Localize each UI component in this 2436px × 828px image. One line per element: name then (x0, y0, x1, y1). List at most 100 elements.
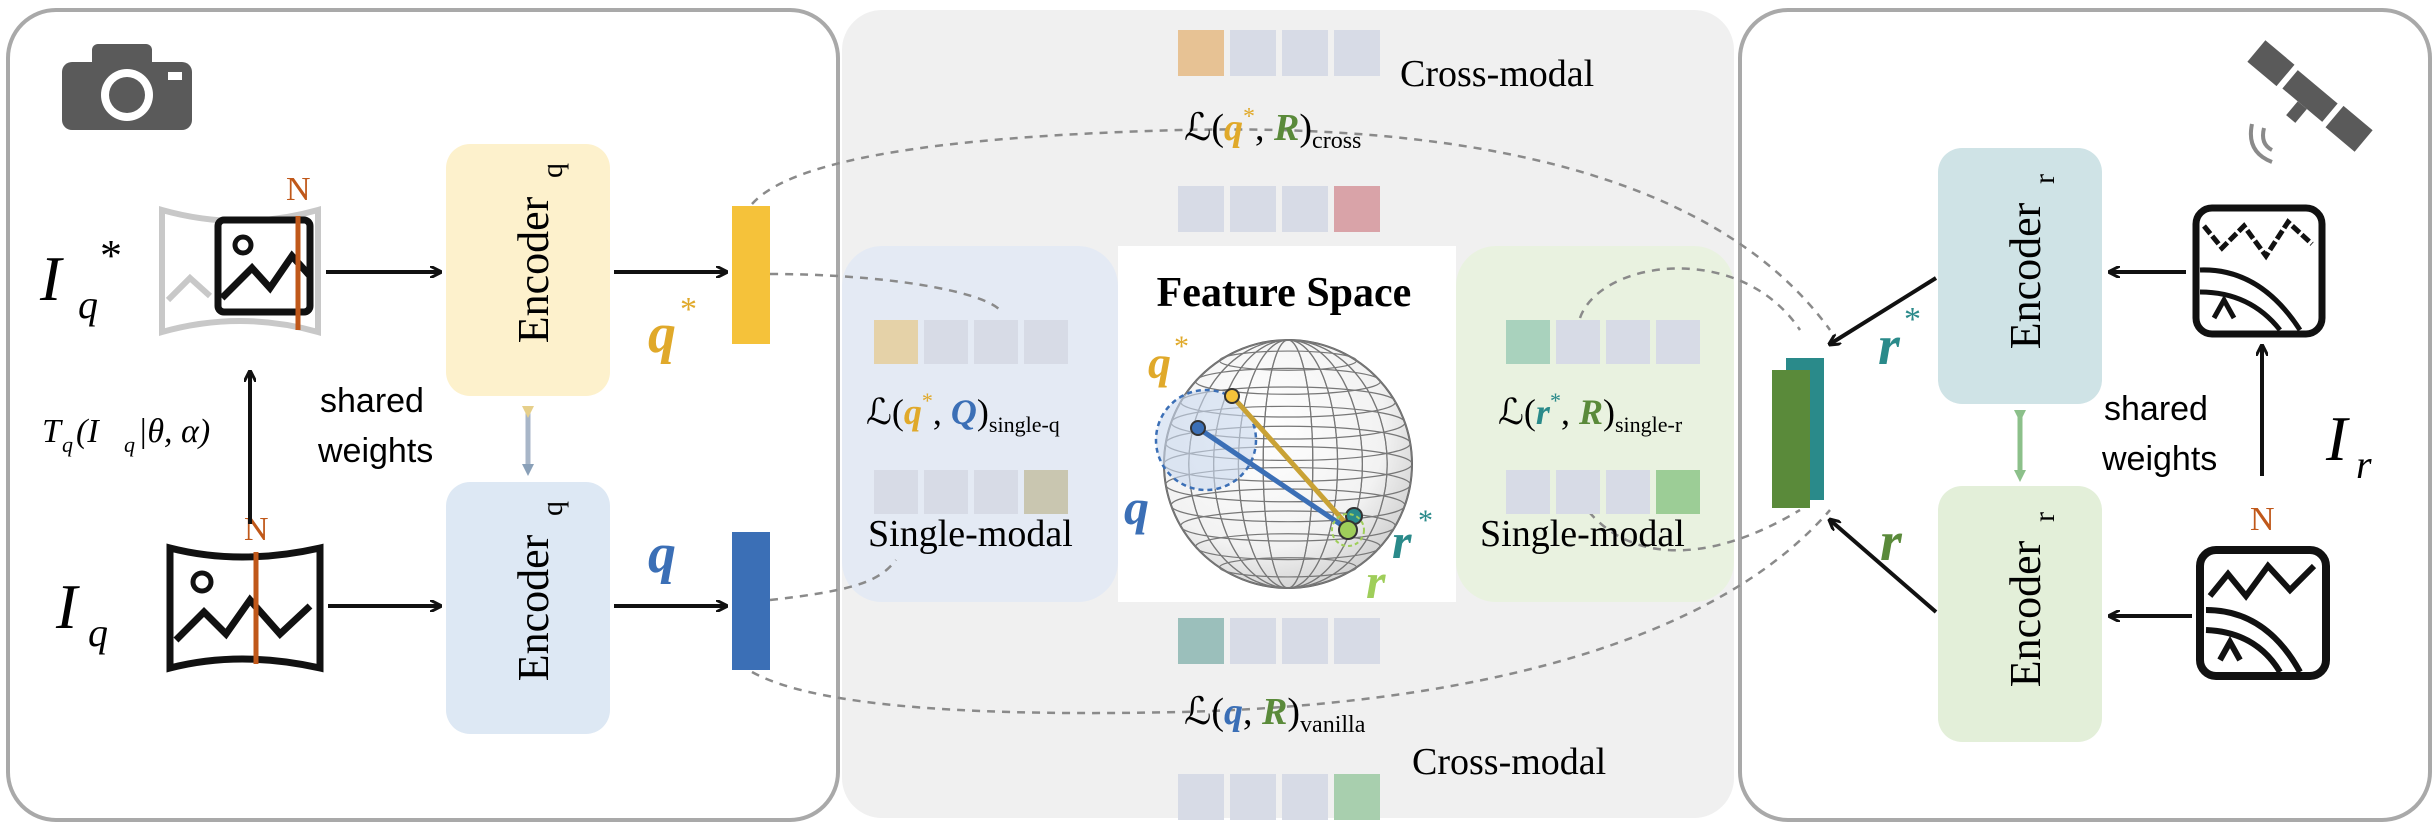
matrix-cell (1178, 30, 1224, 76)
matrix-cross-bottom (1178, 618, 1380, 820)
svg-text:ℒ(q*, Q)single-q: ℒ(q*, Q)single-q (866, 388, 1060, 437)
north-label-right: N (2250, 501, 2275, 538)
encoder-q-bottom-label: Encoder q (509, 501, 569, 681)
q-label: q (648, 523, 676, 585)
camera-icon (62, 44, 192, 130)
svg-text:Encoder: Encoder (509, 196, 558, 343)
sphere-vectors (1154, 388, 1365, 547)
matrix-cell (1506, 320, 1550, 364)
cross-modal-label-top: Cross-modal (1400, 53, 1594, 95)
svg-text:q: q (88, 610, 108, 655)
encoder-q-bottom (446, 482, 610, 734)
svg-text:q: q (648, 303, 676, 365)
sphere-parallel (1218, 557, 1358, 578)
sphere-parallel (1194, 367, 1382, 395)
satellite-icon (2247, 40, 2373, 152)
svg-text:*: * (1174, 330, 1189, 363)
matrix-cross-top (1178, 30, 1380, 232)
transform-label: T q (I q |θ, α) (42, 413, 210, 457)
svg-text:ℒ(r*, R)single-r: ℒ(r*, R)single-r (1498, 388, 1683, 437)
matrix-cell (1282, 774, 1328, 820)
svg-text:ℒ(q, R)vanilla: ℒ(q, R)vanilla (1184, 691, 1366, 738)
svg-text:Encoder: Encoder (2001, 540, 2050, 687)
matrix-cell (1282, 186, 1328, 232)
svg-text:*: * (680, 291, 697, 328)
iq-label: I q (55, 571, 108, 655)
encoder-r-top-label: Encoder r (2001, 174, 2061, 349)
matrix-single-q (874, 320, 1068, 514)
sphere-parallel (1218, 350, 1358, 371)
feature-q-star (732, 206, 770, 344)
matrix-cell (1178, 618, 1224, 664)
satellite-image-augmented (2192, 204, 2326, 338)
matrix-cell (1230, 618, 1276, 664)
matrix-cell (1178, 186, 1224, 232)
matrix-cell (1230, 774, 1276, 820)
loss-vanilla-label: ℒ(q, R)vanilla (1184, 691, 1366, 738)
sphere-parallel (1165, 466, 1411, 503)
cross-modal-label-bottom: Cross-modal (1412, 741, 1606, 783)
svg-text:r: r (1392, 513, 1412, 569)
svg-text:I: I (39, 243, 64, 314)
matrix-cell (874, 320, 918, 364)
svg-text:I: I (55, 571, 80, 642)
svg-text:r: r (2028, 174, 2061, 184)
sphere-parallel (1194, 533, 1382, 561)
svg-text:Encoder: Encoder (2001, 202, 2050, 349)
matrix-cell (974, 470, 1018, 514)
r-star-label: r * (1878, 301, 1921, 377)
signal-waves-icon (2249, 123, 2274, 164)
matrix-cell (1230, 30, 1276, 76)
matrix-cell (1606, 470, 1650, 514)
arrow-encoder-r-star (1830, 276, 1938, 344)
north-label-top: N (286, 171, 311, 208)
sphere-q-label: q (1124, 479, 1149, 535)
matrix-cell (1556, 470, 1600, 514)
shared-weights-label-q-2: weights (317, 432, 433, 470)
matrix-cell (1334, 618, 1380, 664)
encoder-r-bottom-label: Encoder r (2001, 512, 2061, 687)
svg-text:r: r (2028, 512, 2061, 522)
ir-label: I r (2325, 403, 2372, 487)
matrix-cell (924, 320, 968, 364)
matrix-cell (1656, 320, 1700, 364)
satellite-image-original (2196, 546, 2330, 680)
shared-weights-label-q-1: shared (320, 382, 424, 420)
svg-text:r: r (1878, 315, 1901, 377)
loss-single-r-label: ℒ(r*, R)single-r (1498, 388, 1683, 437)
shared-weights-label-r-2: weights (2101, 440, 2217, 478)
loss-single-q-label: ℒ(q*, Q)single-q (866, 388, 1060, 437)
svg-text:q: q (536, 163, 569, 178)
loss-cross-label: ℒ(q*, R)cross (1184, 104, 1361, 154)
q-star-label: q * (648, 291, 697, 365)
matrix-cell (1656, 470, 1700, 514)
matrix-cell (1334, 30, 1380, 76)
svg-text:q: q (78, 282, 98, 327)
svg-text:*: * (1904, 301, 1921, 338)
feature-q (732, 532, 770, 670)
sphere-q-star-label: q * (1148, 330, 1189, 388)
iq-star-label: I q * (39, 231, 122, 327)
svg-text:T: T (42, 413, 63, 450)
matrix-cell (924, 470, 968, 514)
matrix-cell (874, 470, 918, 514)
matrix-cell (974, 320, 1018, 364)
r-label: r (1880, 511, 1903, 573)
svg-text:|θ, α): |θ, α) (138, 413, 210, 450)
sphere-parallel (1180, 510, 1396, 542)
matrix-cell (1024, 320, 1068, 364)
svg-text:r: r (2356, 442, 2372, 487)
matrix-cell (1334, 186, 1380, 232)
panorama-image-original (166, 543, 324, 673)
arrow-encoder-r (1830, 520, 1938, 614)
shared-weights-label-r-1: shared (2104, 390, 2208, 428)
svg-text:(I: (I (76, 413, 100, 450)
svg-text:*: * (1418, 504, 1433, 537)
feature-r (1772, 370, 1810, 508)
svg-text:q: q (536, 501, 569, 516)
svg-text:I: I (2325, 403, 2350, 474)
matrix-cell (1606, 320, 1650, 364)
svg-text:Encoder: Encoder (509, 534, 558, 681)
svg-text:q: q (124, 432, 135, 457)
